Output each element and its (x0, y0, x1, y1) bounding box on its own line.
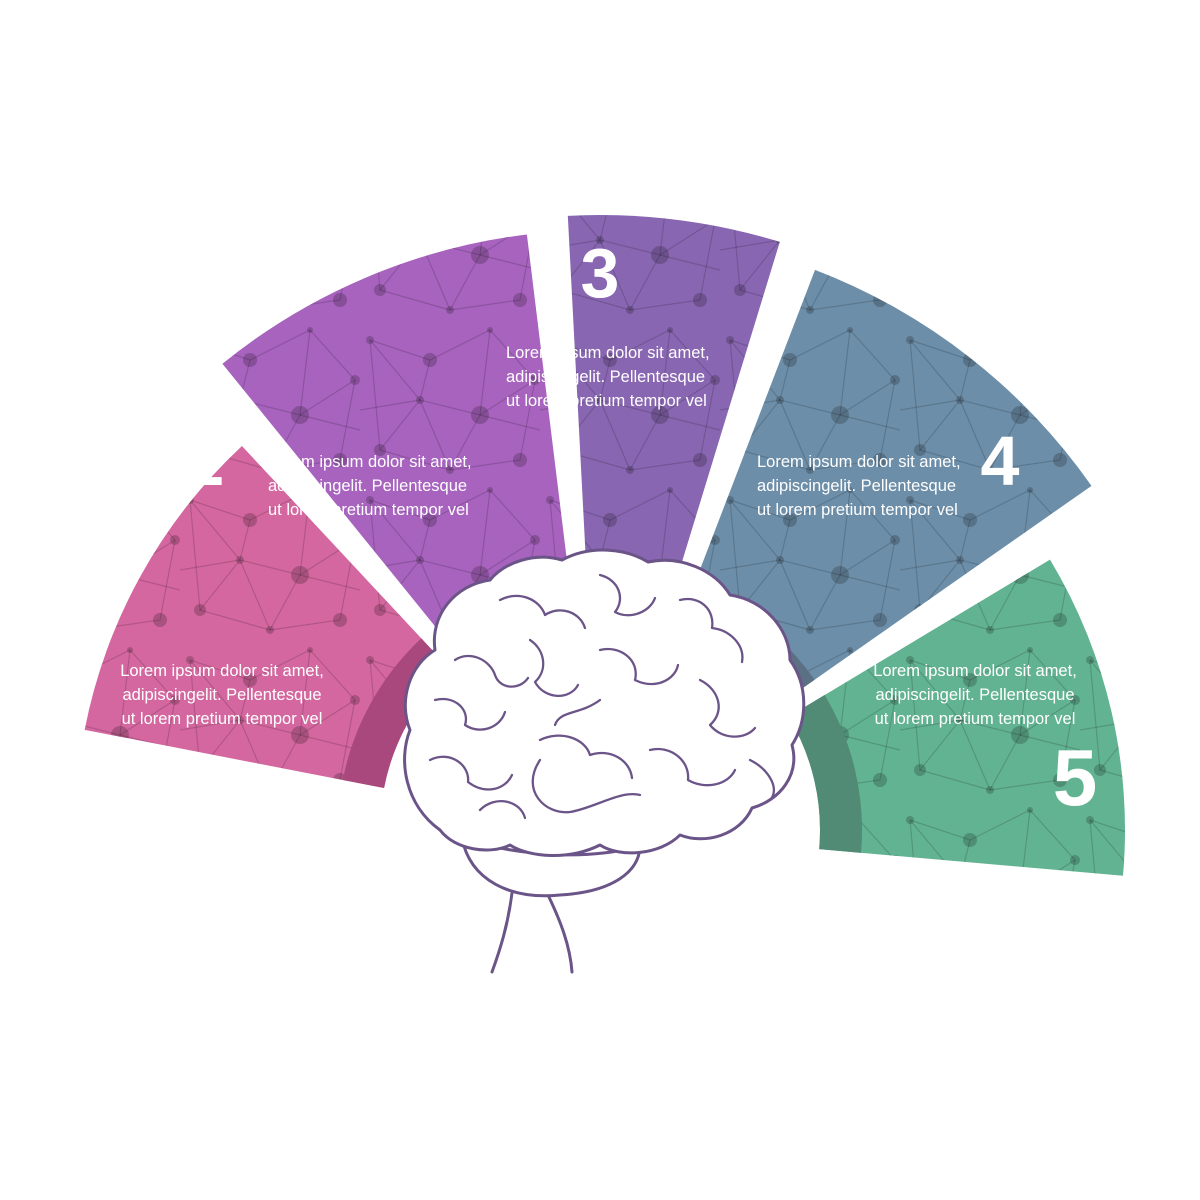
segment-description: Lorem ipsum dolor sit amet, adipiscingeli… (873, 662, 1077, 728)
description-line: ut lorem pretium tempor vel (122, 710, 323, 728)
description-line: Lorem ipsum dolor sit amet, (873, 662, 1077, 680)
description-line: adipiscingelit. Pellentesque (875, 686, 1074, 704)
description-line: adipiscingelit. Pellentesque (506, 368, 705, 386)
network-pattern (567, 215, 780, 620)
segment-number: 3 (581, 234, 620, 312)
segment-number: 2 (186, 422, 225, 500)
description-line: Lorem ipsum dolor sit amet, (120, 662, 324, 680)
segment-5: 5 Lorem ipsum dolor sit amet, adipiscingel… (788, 559, 1125, 876)
description-line: Lorem ipsum dolor sit amet, (757, 453, 961, 471)
network-pattern (222, 234, 574, 660)
segment-1: 1 Lorem ipsum dolor sit amet, adipiscingel… (84, 446, 450, 817)
network-pattern (84, 446, 450, 789)
network-pattern (678, 269, 1092, 704)
description-line: adipiscingelit. Pellentesque (757, 477, 956, 495)
description-line: ut lorem pretium tempor vel (268, 501, 469, 519)
segment-number: 5 (1053, 733, 1098, 822)
segment-2: 2 Lorem ipsum dolor sit amet, adipiscingel… (186, 234, 574, 660)
segment-number: 1 (103, 728, 148, 817)
inner-band (788, 695, 862, 853)
description-line: Lorem ipsum dolor sit amet, (268, 453, 472, 471)
description-line: Lorem ipsum dolor sit amet, (506, 344, 710, 362)
segment-number: 4 (981, 422, 1020, 500)
brain-icon (403, 548, 806, 974)
segment-description: Lorem ipsum dolor sit amet, adipiscingeli… (268, 453, 472, 519)
description-line: ut lorem pretium tempor vel (506, 392, 707, 410)
segment-description: Lorem ipsum dolor sit amet, adipiscingeli… (120, 662, 324, 728)
segment-description: Lorem ipsum dolor sit amet, adipiscingeli… (506, 344, 710, 410)
segment-description: Lorem ipsum dolor sit amet, adipiscingeli… (757, 453, 961, 519)
description-line: adipiscingelit. Pellentesque (268, 477, 467, 495)
description-line: adipiscingelit. Pellentesque (122, 686, 321, 704)
network-pattern (788, 559, 1125, 876)
description-line: ut lorem pretium tempor vel (875, 710, 1076, 728)
description-line: ut lorem pretium tempor vel (757, 501, 958, 519)
